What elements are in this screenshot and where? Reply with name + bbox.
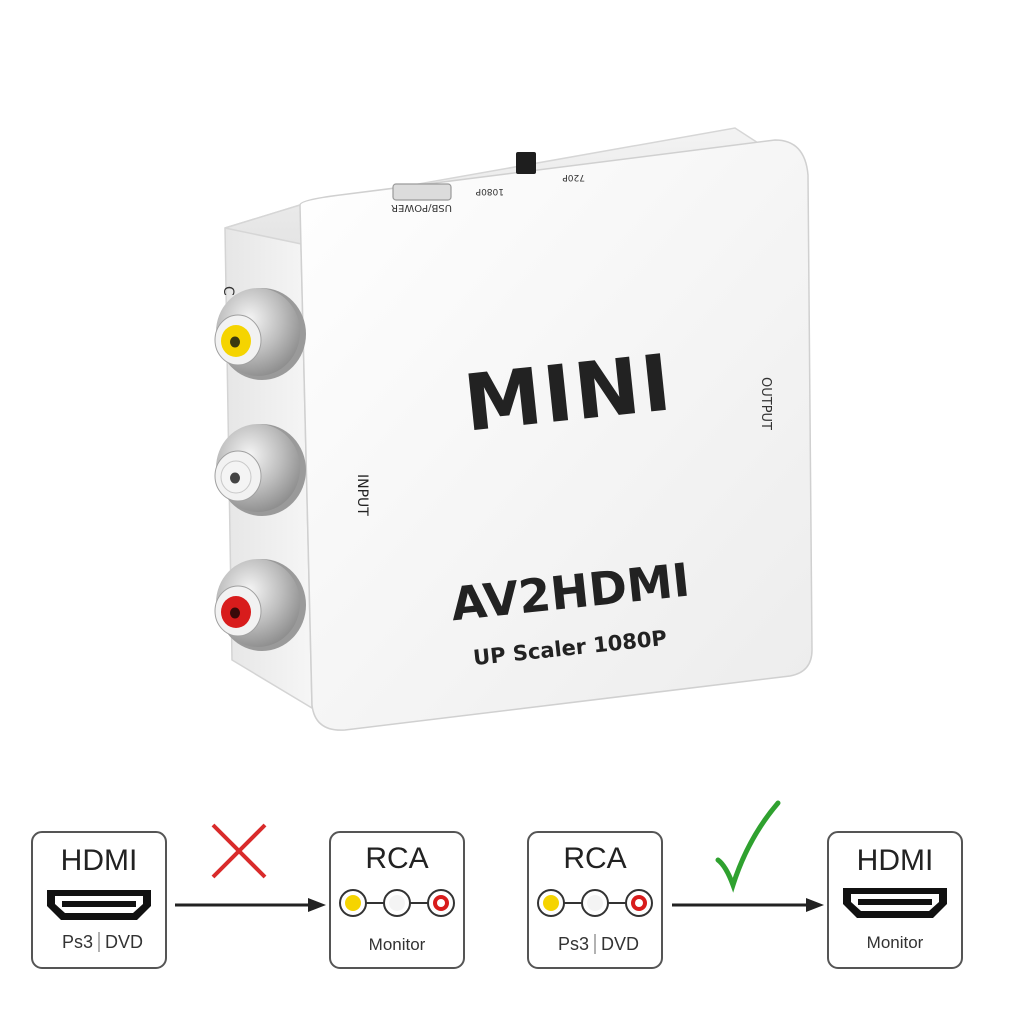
- output-label: OUTPUT: [758, 377, 773, 430]
- hdmi-source-box-wrong: HDMI Ps3 DVD: [31, 831, 167, 969]
- cross-icon: [211, 823, 267, 879]
- box-caption-left: Ps3: [62, 932, 93, 952]
- rca-jack-yellow: [214, 288, 306, 380]
- resolution-switch: [516, 152, 536, 174]
- box-title: HDMI: [61, 844, 138, 877]
- box-title: HDMI: [857, 844, 934, 877]
- top-usb-label: USB/POWER: [391, 202, 452, 213]
- box-caption-right: DVD: [601, 934, 639, 954]
- rca-jack-white: [214, 424, 306, 516]
- device-front-face: [299, 139, 813, 731]
- box-caption: Monitor: [369, 935, 426, 954]
- check-icon: [715, 800, 781, 893]
- side-cvbs-label: C: [220, 286, 236, 296]
- box-caption-left: Ps3: [558, 934, 589, 954]
- top-1080-label: 1080P: [475, 186, 504, 196]
- input-label: INPUT: [354, 474, 370, 516]
- hdmi-monitor-box: HDMI Monitor: [827, 831, 963, 969]
- rca-jack-red: [214, 559, 306, 651]
- arrow-1: [175, 898, 326, 912]
- hdmi-port-icon: [47, 890, 151, 920]
- box-caption-right: DVD: [105, 932, 143, 952]
- box-title: RCA: [563, 842, 626, 875]
- usb-port: [392, 183, 452, 201]
- converter-device: USB/POWER 1080P 720P C INPUT OUTPUT: [214, 127, 813, 731]
- rca-source-box: RCA Ps3 DVD: [527, 831, 663, 969]
- box-title: RCA: [365, 842, 428, 875]
- top-720-label: 720P: [562, 172, 585, 182]
- rca-plugs-icon: [339, 889, 455, 917]
- box-caption: Monitor: [867, 933, 924, 952]
- hdmi-port-icon: [843, 888, 947, 918]
- brand-mini: MINI: [460, 338, 677, 449]
- arrow-2: [672, 898, 824, 912]
- connection-diagram: HDMI Ps3 DVD RCA: [31, 800, 963, 969]
- rca-monitor-box: RCA Monitor: [329, 831, 465, 969]
- rca-plugs-icon: [537, 889, 653, 917]
